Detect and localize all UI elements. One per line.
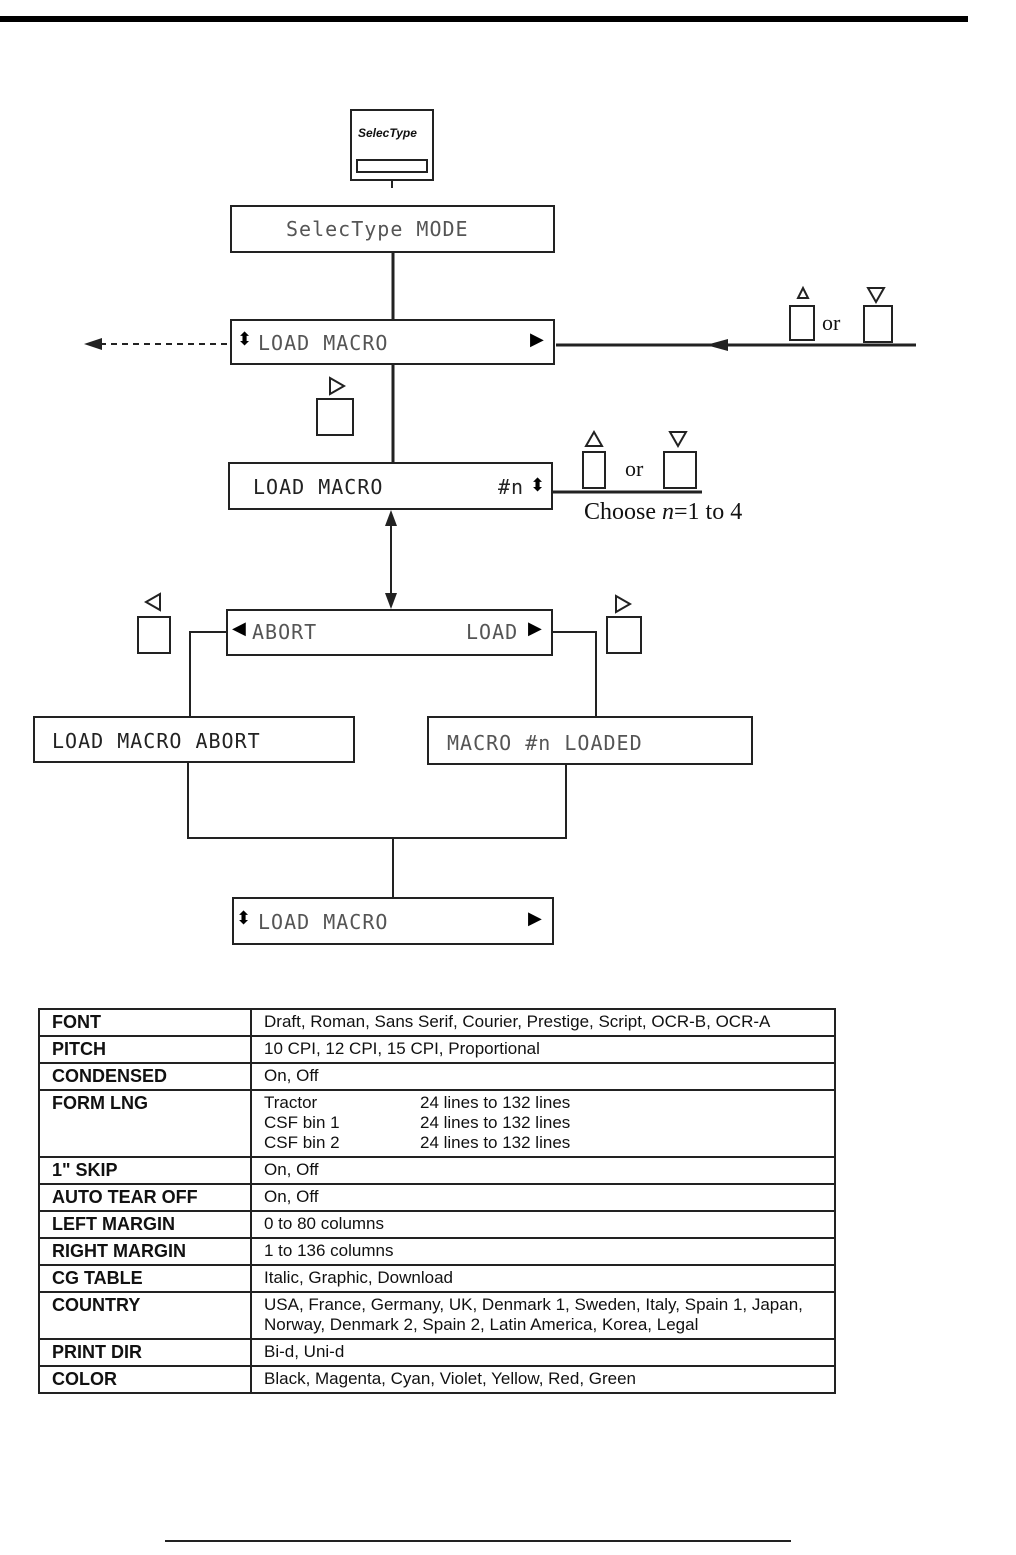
setting-value: 1 to 136 columns: [250, 1237, 836, 1266]
bottom-rule: [165, 1540, 791, 1542]
lcd-load-macro-n-text: LOAD MACRO: [253, 475, 384, 499]
down-key-1: [863, 305, 893, 343]
top-rule: [0, 16, 968, 22]
setting-value: On, Off: [250, 1062, 836, 1091]
arrowhead-up: [385, 510, 397, 526]
lcd-box-abort-result: [33, 716, 355, 763]
selectype-button-label: SelecType: [358, 126, 417, 140]
left-key: [137, 616, 171, 654]
lcd-macro-number: #n: [498, 475, 525, 499]
lcd-abort-text: ABORT: [252, 620, 318, 644]
setting-value: On, Off: [250, 1183, 836, 1212]
lcd-box-return: [232, 897, 554, 945]
connector-merge: [187, 762, 567, 839]
setting-value: Draft, Roman, Sans Serif, Courier, Prest…: [250, 1008, 836, 1037]
connector-load-branch: [552, 631, 597, 717]
or-label-2: or: [625, 456, 644, 481]
form-length-range: 24 lines to 132 lines: [420, 1113, 571, 1132]
arrowhead-exit-left: [84, 338, 102, 350]
arrowhead-down: [385, 593, 397, 609]
setting-name: PITCH: [38, 1035, 252, 1064]
right-arrow-icon: ▶: [530, 329, 544, 350]
setting-value: On, Off: [250, 1156, 836, 1185]
setting-name: LEFT MARGIN: [38, 1210, 252, 1239]
left-arrow-icon: ◀: [232, 618, 246, 639]
setting-name: COLOR: [38, 1365, 252, 1394]
up-key-2: [582, 451, 606, 489]
lcd-abort-result-text: LOAD MACRO ABORT: [52, 729, 261, 753]
form-length-source: CSF bin 1: [264, 1113, 340, 1132]
form-length-row: Tractor 24 lines to 132 lines: [264, 1093, 826, 1113]
setting-value: USA, France, Germany, UK, Denmark 1, Swe…: [250, 1291, 836, 1340]
lcd-loaded-result-text: MACRO #n LOADED: [447, 731, 643, 755]
lcd-mode-text: SelecType MODE: [286, 217, 469, 241]
lcd-load-macro-text: LOAD MACRO: [258, 331, 389, 355]
lcd-box-loaded-result: [427, 716, 753, 765]
arrowhead-left-into-load: [706, 339, 728, 351]
down-key-2: [663, 451, 697, 489]
setting-name: AUTO TEAR OFF: [38, 1183, 252, 1212]
connector-abort-branch: [189, 631, 227, 717]
right-key-2: [606, 616, 642, 654]
form-length-row: CSF bin 2 24 lines to 132 lines: [264, 1133, 826, 1153]
setting-name: CG TABLE: [38, 1264, 252, 1293]
up-key-1: [789, 305, 815, 341]
updown-arrow-icon-3: ⬍: [236, 908, 252, 929]
updown-arrow-icon: ⬍: [237, 329, 253, 350]
right-arrow-icon-3: ▶: [528, 908, 542, 929]
form-length-range: 24 lines to 132 lines: [420, 1133, 571, 1152]
flow-diagram: [33, 109, 916, 945]
setting-name: 1" SKIP: [38, 1156, 252, 1185]
setting-value: Black, Magenta, Cyan, Violet, Yellow, Re…: [250, 1365, 836, 1394]
setting-name: CONDENSED: [38, 1062, 252, 1091]
form-length-row: CSF bin 1 24 lines to 132 lines: [264, 1113, 826, 1133]
setting-value: 10 CPI, 12 CPI, 15 CPI, Proportional: [250, 1035, 836, 1064]
or-label-1: or: [822, 310, 841, 335]
setting-name: COUNTRY: [38, 1291, 252, 1340]
selectype-button-bar: [356, 159, 428, 173]
setting-name: PRINT DIR: [38, 1338, 252, 1367]
form-length-source: CSF bin 2: [264, 1133, 340, 1152]
form-length-source: Tractor: [264, 1093, 318, 1112]
setting-name: RIGHT MARGIN: [38, 1237, 252, 1266]
setting-value: 0 to 80 columns: [250, 1210, 836, 1239]
form-length-range: 24 lines to 132 lines: [420, 1093, 571, 1112]
right-arrow-icon-2: ▶: [528, 618, 542, 639]
lcd-return-text: LOAD MACRO: [258, 910, 389, 934]
right-key-1: [316, 398, 354, 436]
choose-n-label: Choose n=1 to 4: [584, 499, 743, 525]
updown-arrow-icon-2: ⬍: [530, 475, 546, 496]
lcd-box-load-macro: [230, 319, 555, 365]
setting-name: FONT: [38, 1008, 252, 1037]
setting-name: FORM LNG: [38, 1089, 252, 1158]
lcd-box-load-macro-n: [228, 462, 553, 510]
setting-value: Bi-d, Uni-d: [250, 1338, 836, 1367]
lcd-load-text: LOAD: [466, 620, 519, 644]
setting-value: Italic, Graphic, Download: [250, 1264, 836, 1293]
